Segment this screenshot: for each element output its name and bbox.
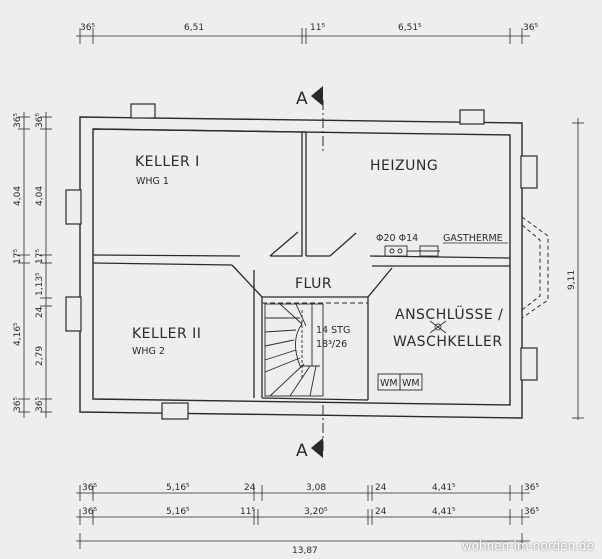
window-niches	[65, 103, 538, 420]
interior-walls	[92, 128, 511, 401]
dim-bottom2-2: 5,16⁵	[166, 507, 190, 517]
dashed-bay-outline	[521, 216, 549, 319]
stairs-ratio-label: 18³/26	[316, 339, 347, 350]
wm-label-1: WM	[380, 378, 398, 389]
gastherme-label: GASTHERME	[443, 233, 503, 244]
dim-top-3: 11⁵	[310, 23, 325, 33]
section-arrow-bottom	[311, 438, 323, 458]
room-label-anschluesse: ANSCHLÜSSE /	[395, 305, 503, 323]
dim-right-total: 9,11	[567, 270, 577, 290]
washing-machine-area	[377, 373, 423, 391]
ceiling-light-icon	[429, 320, 447, 334]
dim-left-outer-3: 17⁵	[13, 249, 23, 264]
window-niche	[65, 296, 82, 332]
gas-boiler-icon	[384, 245, 440, 257]
dim-left-outer-5: 36⁵	[13, 397, 23, 412]
dim-left-1: 36⁵	[35, 113, 45, 128]
section-mark-top: A	[296, 89, 308, 109]
dim-bottom1-7: 36⁵	[524, 483, 539, 493]
window-niche	[520, 347, 538, 381]
dim-bottom-total: 13,87	[292, 546, 318, 556]
dim-left-3: 17⁵	[35, 249, 45, 264]
dim-top-2: 6,51	[184, 23, 204, 33]
dim-left-6: 2,79	[35, 346, 45, 366]
dim-bottom1-5: 24	[375, 483, 387, 493]
room-label-heizung: HEIZUNG	[370, 158, 438, 174]
watermark: wohnen-im-norden.de	[461, 539, 594, 553]
window-niche	[459, 109, 485, 125]
window-niche	[161, 402, 189, 420]
dim-top-4: 6,51⁵	[398, 23, 422, 33]
section-mark-bottom: A	[296, 441, 308, 461]
stairs	[264, 303, 324, 397]
dim-bottom2-7: 36⁵	[524, 507, 539, 517]
dimension-lines	[18, 28, 584, 549]
dim-bottom2-4: 3,20⁵	[304, 507, 328, 517]
dim-left-outer-2: 4,04	[13, 186, 23, 206]
dim-left-4: 1,13⁵	[35, 272, 45, 296]
dim-bottom1-2: 5,16⁵	[166, 483, 190, 493]
dim-left-5: 24	[35, 306, 45, 318]
dim-top-1: 36⁵	[80, 23, 95, 33]
section-arrow-top	[311, 86, 323, 106]
dim-bottom1-1: 36⁵	[82, 483, 97, 493]
dim-bottom1-4: 3,08	[306, 483, 326, 493]
stairs-count-label: 14 STG	[316, 325, 350, 336]
pipe-label: Φ20 Φ14	[376, 233, 418, 244]
dim-left-7: 36⁵	[35, 397, 45, 412]
window-niche	[520, 155, 538, 189]
room-label-flur: FLUR	[295, 276, 332, 292]
dim-left-outer-1: 36⁵	[13, 113, 23, 128]
room-label-keller2: KELLER II	[132, 326, 201, 342]
dim-top-5: 36⁵	[523, 23, 538, 33]
dim-bottom1-6: 4,41⁵	[432, 483, 456, 493]
room-sub-keller2: WHG 2	[132, 346, 165, 357]
room-sub-keller1: WHG 1	[136, 176, 169, 187]
dim-left-outer-4: 4,16⁵	[13, 322, 23, 346]
dim-bottom1-3: 24	[244, 483, 256, 493]
wm-label-2: WM	[402, 378, 420, 389]
room-label-waschkeller: WASCHKELLER	[393, 334, 503, 350]
room-label-keller1: KELLER I	[135, 154, 200, 170]
window-niche	[130, 103, 156, 119]
window-niche	[65, 189, 82, 225]
dim-left-2: 4,04	[35, 186, 45, 206]
dim-bottom2-6: 4,41⁵	[432, 507, 456, 517]
dim-bottom2-5: 24	[375, 507, 387, 517]
dim-bottom2-3: 11⁵	[240, 507, 255, 517]
dim-bottom2-1: 36⁵	[82, 507, 97, 517]
